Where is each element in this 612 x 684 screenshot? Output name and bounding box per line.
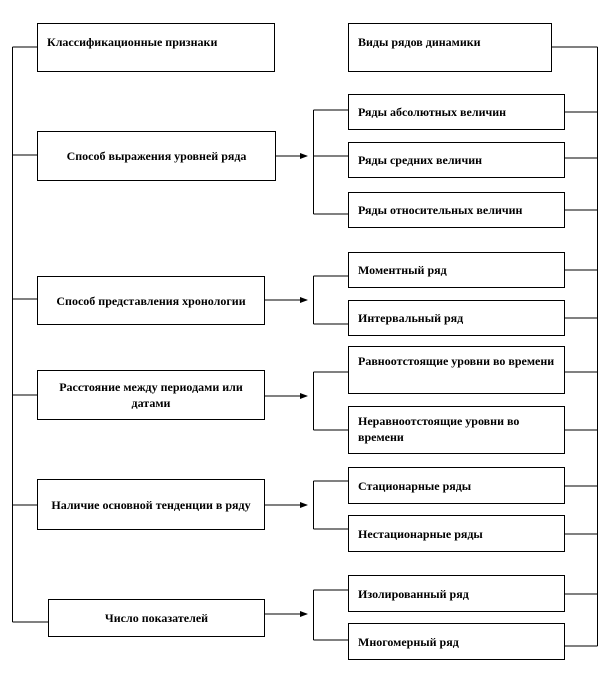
- criterion-distance-box: Расстояние между периодами или датами: [37, 370, 265, 420]
- criterion-label: Способ выражения уровней ряда: [66, 149, 247, 163]
- type-label: Ряды абсолютных величин: [358, 105, 507, 119]
- criterion-label: Расстояние между периодами или датами: [59, 380, 243, 410]
- criterion-label: Способ представления хронологии: [56, 293, 246, 308]
- header-criteria-box: Классификационные признаки: [37, 23, 275, 72]
- criterion-expression-box: Способ выражения уровней ряда: [37, 131, 276, 181]
- header-criteria-label: Классификационные признаки: [47, 35, 218, 49]
- type-equidistant-box: Равноотстоящие уровни во времени: [348, 346, 565, 394]
- header-types-label: Виды рядов динамики: [358, 35, 481, 49]
- type-label: Стационарные ряды: [358, 478, 472, 493]
- type-nonequidistant-box: Неравноотстоящие уровни во времени: [348, 406, 565, 454]
- type-stationary-box: Стационарные ряды: [348, 467, 565, 504]
- type-nonstationary-box: Нестационарные ряды: [348, 515, 565, 552]
- criterion-trend-box: Наличие основной тенденции в ряду: [37, 479, 265, 530]
- type-multidimensional-box: Многомерный ряд: [348, 623, 565, 660]
- type-relative-box: Ряды относительных величин: [348, 192, 565, 228]
- type-absolute-box: Ряды абсолютных величин: [348, 94, 565, 130]
- type-label: Ряды относительных величин: [358, 203, 523, 217]
- criterion-label: Число показателей: [104, 611, 209, 625]
- type-average-box: Ряды средних величин: [348, 142, 565, 178]
- criterion-label: Наличие основной тенденции в ряду: [51, 497, 251, 512]
- type-interval-box: Интервальный ряд: [348, 300, 565, 336]
- type-label: Интервальный ряд: [358, 311, 464, 325]
- type-isolated-box: Изолированный ряд: [348, 575, 565, 612]
- type-label: Равноотстоящие уровни во времени: [358, 354, 555, 368]
- type-label: Изолированный ряд: [358, 586, 469, 601]
- type-label: Многомерный ряд: [358, 634, 459, 649]
- type-moment-box: Моментный ряд: [348, 252, 565, 288]
- type-label: Неравноотстоящие уровни во времени: [358, 414, 520, 444]
- type-label: Нестационарные ряды: [358, 526, 483, 541]
- type-label: Ряды средних величин: [358, 153, 483, 167]
- criterion-chronology-box: Способ представления хронологии: [37, 276, 265, 325]
- criterion-indicators-box: Число показателей: [48, 599, 265, 637]
- type-label: Моментный ряд: [358, 263, 447, 277]
- header-types-box: Виды рядов динамики: [348, 23, 552, 72]
